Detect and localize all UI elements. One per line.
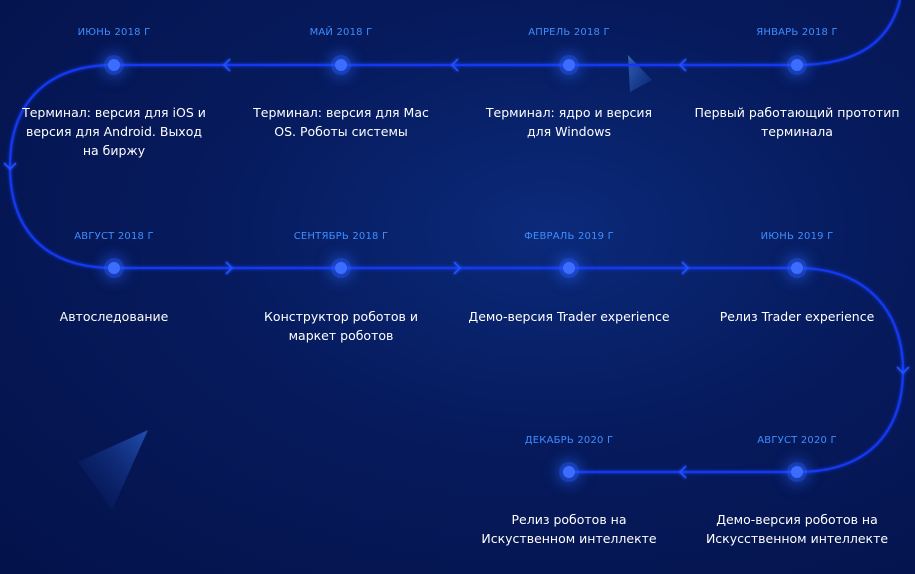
milestone-text: Терминал: ядро и версия для Windows — [485, 105, 653, 139]
chevron-down-icon — [896, 366, 910, 375]
chevron-right-icon — [681, 261, 690, 275]
timeline-dot — [791, 466, 803, 478]
timeline-dot — [335, 59, 347, 71]
milestone-date: ДЕКАБРЬ 2020 Г — [524, 435, 614, 446]
timeline-dot — [335, 262, 347, 274]
milestone-text: Релиз роботов на Искуственном интеллекте — [481, 512, 657, 546]
timeline-dot — [791, 262, 803, 274]
milestone-date: МАЙ 2018 Г — [309, 27, 373, 38]
milestone-text: Демо-версия Trader experience — [468, 309, 670, 324]
milestone-date: ИЮНЬ 2019 Г — [760, 231, 834, 242]
chevron-left-icon — [678, 465, 687, 479]
chevron-left-icon — [450, 58, 459, 72]
milestone-text: Демо-версия роботов на Искусственном инт… — [705, 512, 889, 546]
track-left-turn — [8, 63, 115, 270]
milestone-date: АВГУСТ 2020 Г — [757, 435, 837, 446]
milestone-text: Первый работающий прототип терминала — [694, 105, 900, 139]
milestone-date: ФЕВРАЛЬ 2019 Г — [524, 231, 614, 242]
milestone-text: Конструктор роботов и маркет роботов — [264, 309, 418, 343]
track-right-turn — [796, 266, 905, 474]
timeline-dot — [563, 262, 575, 274]
milestone-date: ИЮНЬ 2018 Г — [77, 27, 151, 38]
milestone-date: АВГУСТ 2018 Г — [74, 231, 154, 242]
decor-triangle-bottom — [78, 430, 148, 510]
track-entry-curve — [796, 0, 902, 67]
milestone-text: Терминал: версия для iOS и версия для An… — [22, 105, 206, 158]
chevron-right-icon — [225, 261, 234, 275]
milestone-text: Терминал: версия для Mac OS. Роботы сист… — [253, 105, 429, 139]
chevron-right-icon — [453, 261, 462, 275]
chevron-left-icon — [678, 58, 687, 72]
milestone-date: ЯНВАРЬ 2018 Г — [756, 27, 838, 38]
decor-triangle-top — [628, 55, 652, 92]
chevron-down-icon — [3, 162, 17, 171]
milestone-date: АПРЕЛЬ 2018 Г — [528, 27, 610, 38]
timeline-dot — [563, 466, 575, 478]
timeline-dot — [108, 262, 120, 274]
timeline-dot — [791, 59, 803, 71]
timeline-dot — [108, 59, 120, 71]
milestone-text: Релиз Trader experience — [719, 309, 875, 324]
milestone-text: Автоследование — [59, 309, 169, 324]
chevron-left-icon — [222, 58, 231, 72]
timeline-dot — [563, 59, 575, 71]
milestone-date: СЕНТЯБРЬ 2018 Г — [293, 231, 389, 242]
